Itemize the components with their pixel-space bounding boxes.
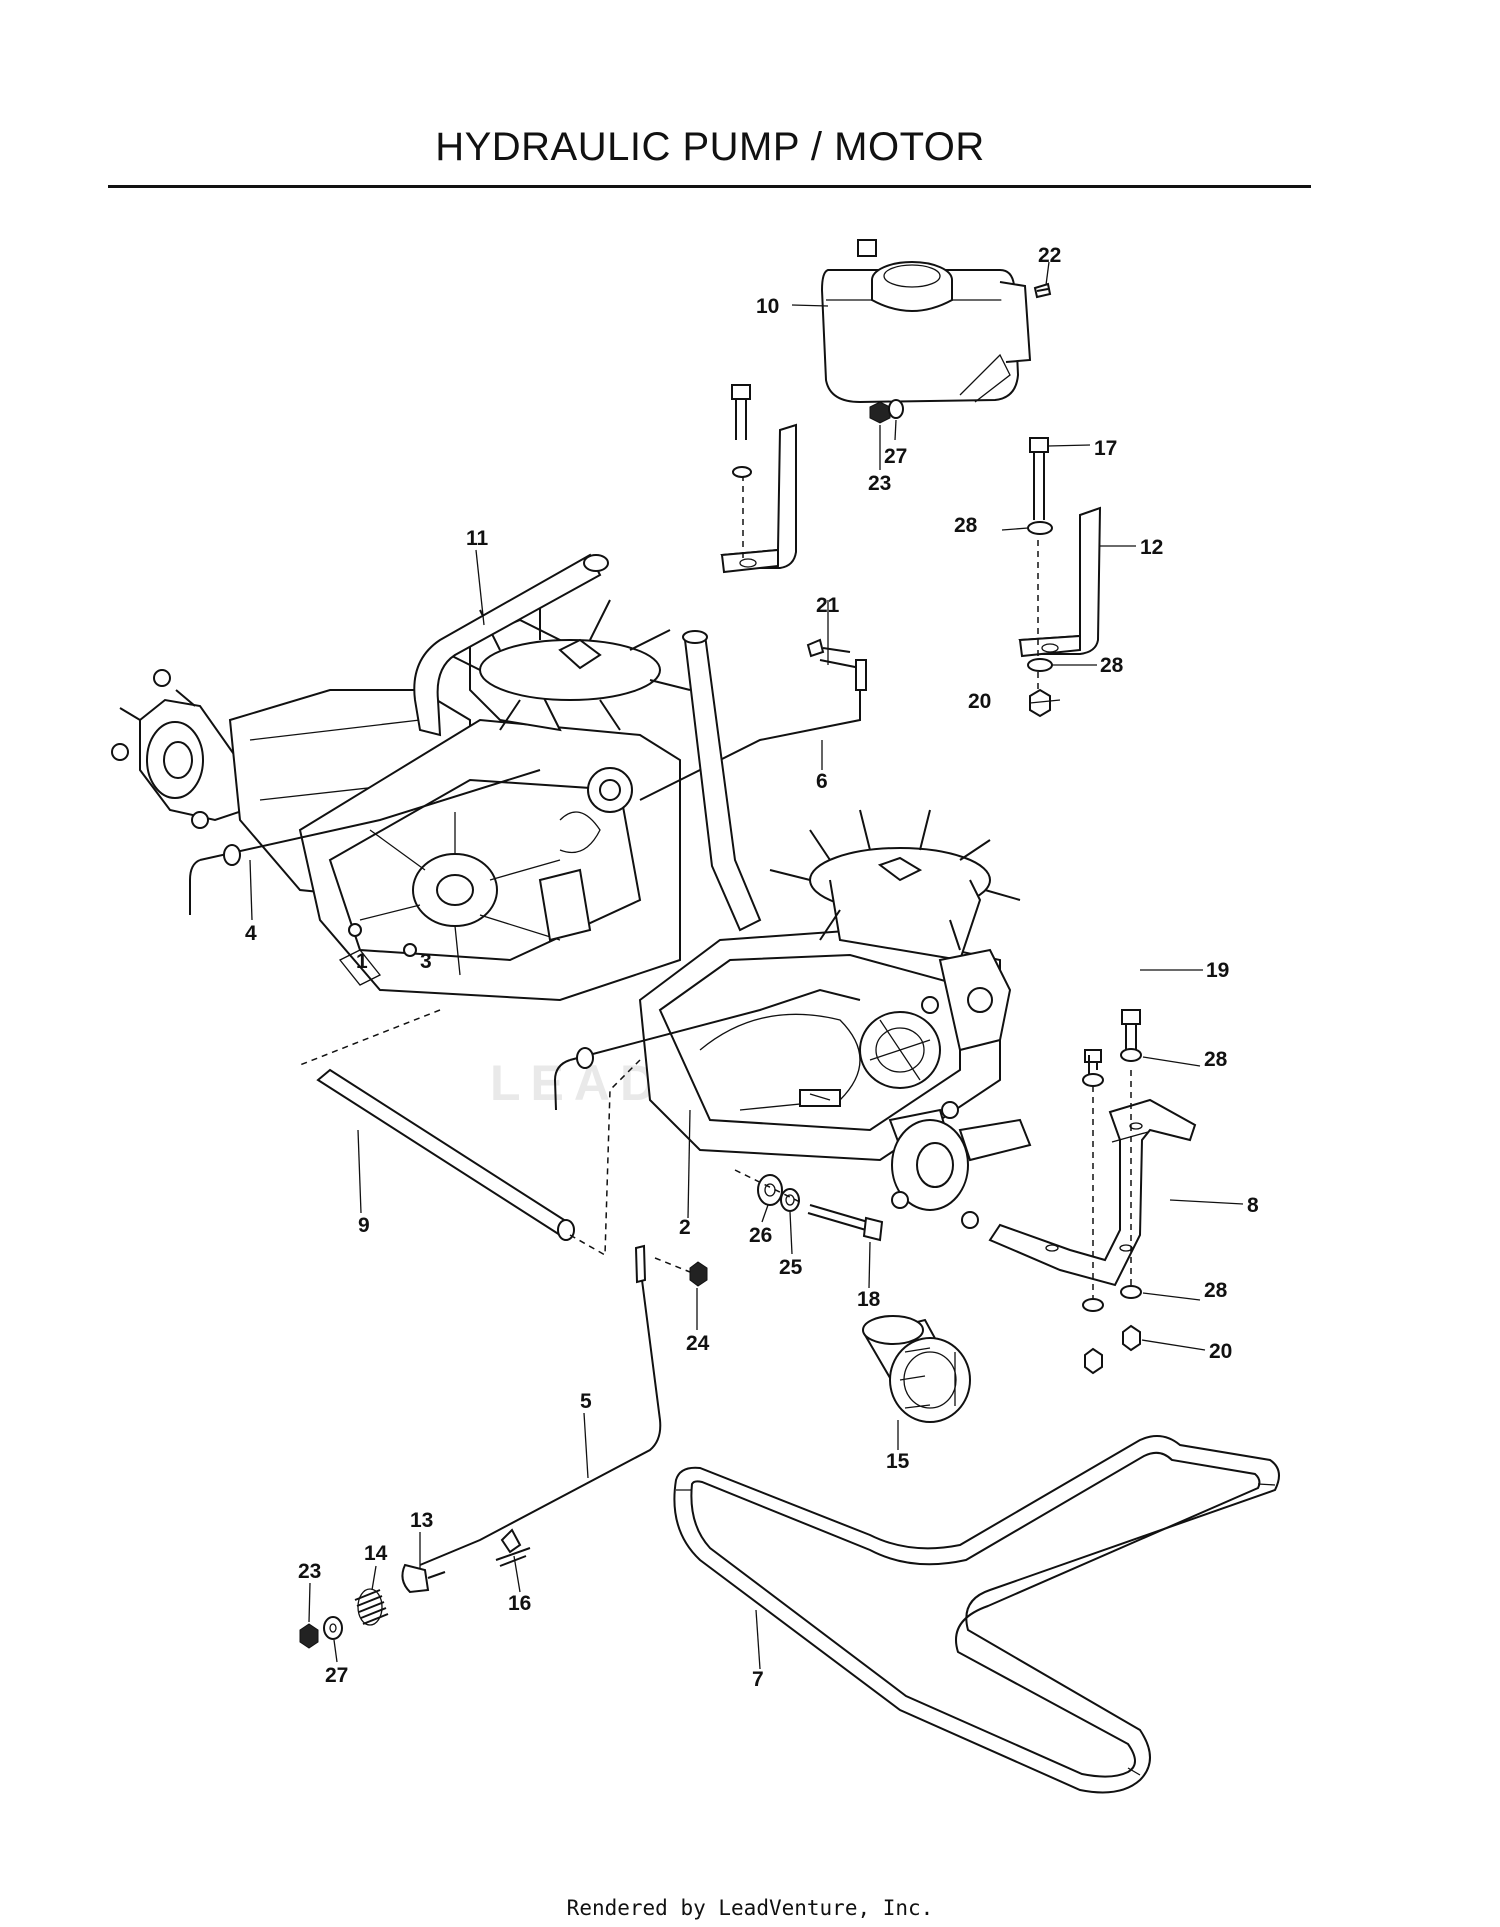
right-pump-assembly xyxy=(553,630,1032,1229)
callout-6: 6 xyxy=(816,770,828,793)
callout-11: 11 xyxy=(466,527,489,550)
page-title: HYDRAULIC PUMP / MOTOR xyxy=(435,125,985,169)
callout-22: 22 xyxy=(1038,244,1061,267)
tube-9-dash-guide xyxy=(299,1009,641,1257)
spring-14 xyxy=(354,1588,389,1626)
callout-5: 5 xyxy=(580,1390,592,1413)
callout-12: 12 xyxy=(1140,536,1163,559)
leader-lines xyxy=(249,261,1244,1670)
callout-28-a: 28 xyxy=(954,514,978,537)
washers-28-lower xyxy=(1082,1048,1142,1312)
washer-26 xyxy=(757,1174,783,1206)
oil-filter-15 xyxy=(862,1315,971,1423)
callout-27-lower: 27 xyxy=(325,1664,348,1687)
callout-20-lower: 20 xyxy=(1209,1340,1232,1363)
control-rod-5 xyxy=(419,1244,662,1566)
callout-16: 16 xyxy=(508,1592,531,1615)
callout-17: 17 xyxy=(1094,437,1117,460)
callout-3: 3 xyxy=(420,950,432,973)
callout-25: 25 xyxy=(779,1256,803,1279)
callout-2: 2 xyxy=(679,1216,691,1239)
callout-20-top: 20 xyxy=(968,690,991,713)
nut-20-top xyxy=(1029,688,1051,718)
reservoir-screw xyxy=(1033,282,1052,299)
bolt-17 xyxy=(1029,437,1049,520)
callout-27-top: 27 xyxy=(884,445,907,468)
left-bracket-bolt xyxy=(731,384,752,478)
clip-16 xyxy=(495,1528,531,1567)
callout-7: 7 xyxy=(752,1668,764,1691)
title-rule xyxy=(108,185,1311,188)
callout-13: 13 xyxy=(410,1509,433,1532)
fitting-13 xyxy=(401,1563,446,1594)
callout-23-top: 23 xyxy=(868,472,891,495)
callout-15: 15 xyxy=(886,1450,910,1473)
callout-18: 18 xyxy=(857,1288,881,1311)
callout-1: 1 xyxy=(356,950,368,973)
motor-bracket-8 xyxy=(988,1098,1197,1287)
reservoir-nut-washer xyxy=(869,399,904,424)
tube-11 xyxy=(413,553,609,737)
nut-23-lower xyxy=(299,1623,319,1649)
callout-4: 4 xyxy=(245,922,257,945)
callout-28-c: 28 xyxy=(1204,1048,1228,1071)
nut-24 xyxy=(654,1257,708,1287)
callout-26: 26 xyxy=(749,1224,772,1247)
callout-14: 14 xyxy=(364,1542,388,1565)
callout-19: 19 xyxy=(1206,959,1229,982)
rod-4 xyxy=(189,769,541,915)
nuts-20-lower xyxy=(1084,1324,1141,1375)
callout-24: 24 xyxy=(686,1332,710,1355)
callout-21: 21 xyxy=(816,594,840,617)
callout-labels: 1 2 3 4 5 6 7 8 9 10 11 12 13 14 15 16 1… xyxy=(245,244,1259,1691)
reservoir-tank xyxy=(820,239,1032,404)
tube-9 xyxy=(316,1068,575,1241)
left-bracket xyxy=(720,423,797,574)
drive-belt-7 xyxy=(673,1435,1280,1794)
callout-10: 10 xyxy=(756,295,779,318)
callout-28-b: 28 xyxy=(1100,654,1124,677)
callout-8: 8 xyxy=(1247,1194,1259,1217)
left-pump-assembly xyxy=(111,599,691,1002)
callout-23-lower: 23 xyxy=(298,1560,321,1583)
washer-27-lower xyxy=(323,1616,343,1640)
callout-9: 9 xyxy=(358,1214,370,1237)
bolt-18 xyxy=(734,1169,884,1242)
callout-28-d: 28 xyxy=(1204,1279,1228,1302)
bolt-21 xyxy=(806,638,851,658)
footer-credit: Rendered by LeadVenture, Inc. xyxy=(566,1896,934,1920)
